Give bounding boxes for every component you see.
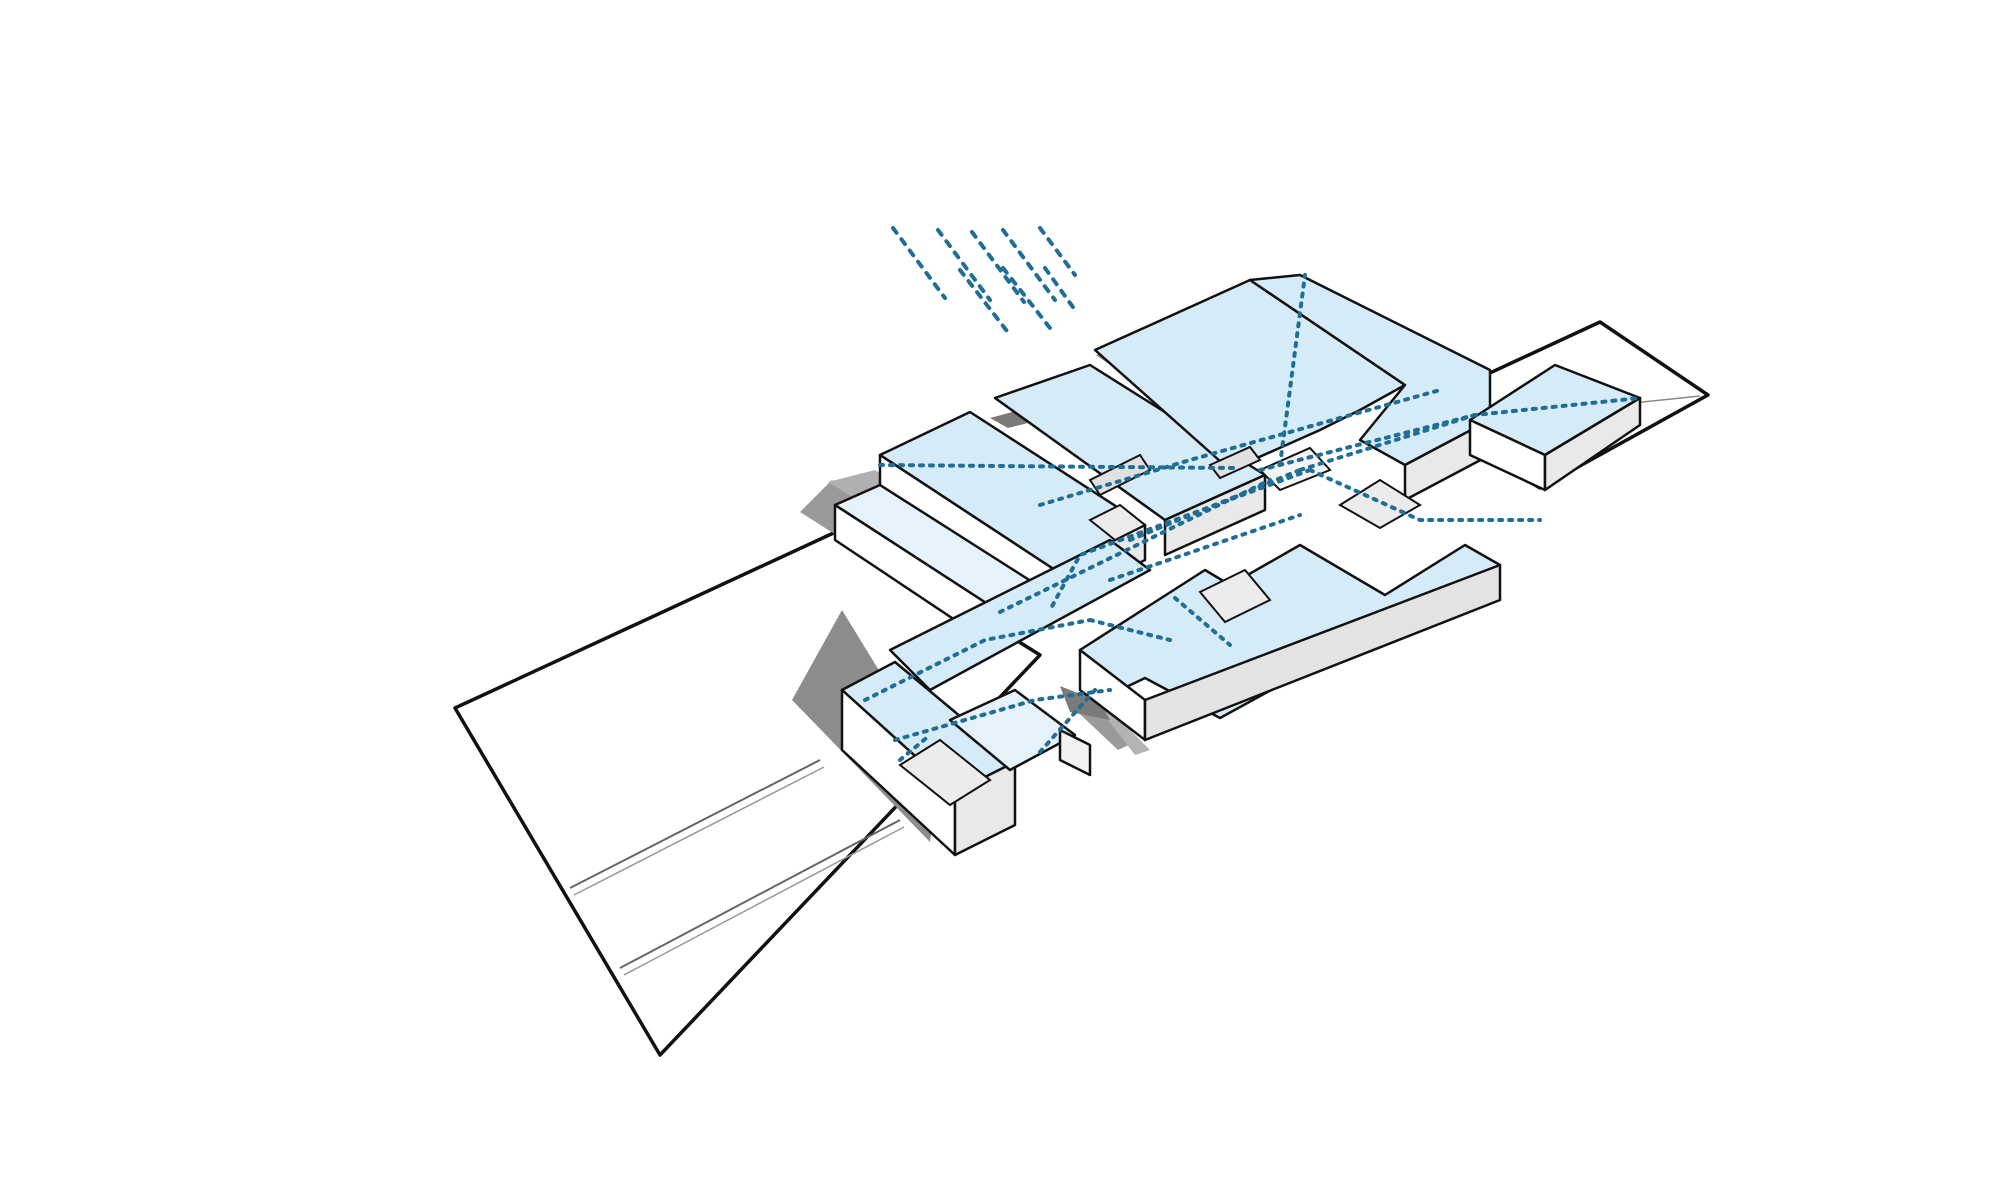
courtyard-well bbox=[1338, 478, 1422, 530]
wall-side-front-center bbox=[1143, 563, 1502, 742]
sightline bbox=[863, 618, 1092, 702]
sightline bbox=[893, 688, 1112, 742]
sightline bbox=[1173, 596, 1232, 647]
site-path-line bbox=[623, 826, 905, 976]
rain-streak bbox=[936, 228, 992, 302]
rain-icon bbox=[891, 226, 1077, 337]
sightline bbox=[1308, 468, 1542, 522]
sightline bbox=[1278, 273, 1307, 467]
wall-side-stair-connector bbox=[1058, 728, 1092, 777]
rain-streak bbox=[1001, 228, 1057, 302]
sightline bbox=[1048, 468, 1312, 612]
rain-streak bbox=[958, 268, 1012, 337]
sightline bbox=[1108, 513, 1302, 582]
site-path-line bbox=[573, 766, 825, 896]
rain-streak bbox=[891, 226, 947, 300]
sightline bbox=[1298, 413, 1477, 472]
sightline bbox=[898, 733, 932, 762]
slot-cut bbox=[1088, 453, 1152, 497]
sightline bbox=[1088, 618, 1172, 642]
rain-streak bbox=[1038, 226, 1077, 277]
courtyard-well bbox=[1088, 503, 1147, 542]
site-path-line bbox=[619, 819, 901, 969]
rain-streak bbox=[1043, 266, 1077, 312]
rain-streak bbox=[970, 230, 1026, 304]
roof-glass-front-center bbox=[1078, 543, 1502, 720]
courtyard-well bbox=[1198, 568, 1272, 624]
site-path-line bbox=[569, 759, 821, 889]
slot-cut bbox=[1208, 445, 1262, 480]
courtyard-well bbox=[898, 738, 992, 807]
sightline bbox=[1038, 688, 1097, 754]
sightline bbox=[878, 463, 1237, 470]
rain-streak bbox=[1001, 266, 1052, 330]
sightline bbox=[1038, 388, 1442, 507]
wall-side-right-wing bbox=[1543, 396, 1642, 492]
sightlines bbox=[863, 273, 1642, 762]
roof-glass-corridor bbox=[888, 538, 1152, 692]
